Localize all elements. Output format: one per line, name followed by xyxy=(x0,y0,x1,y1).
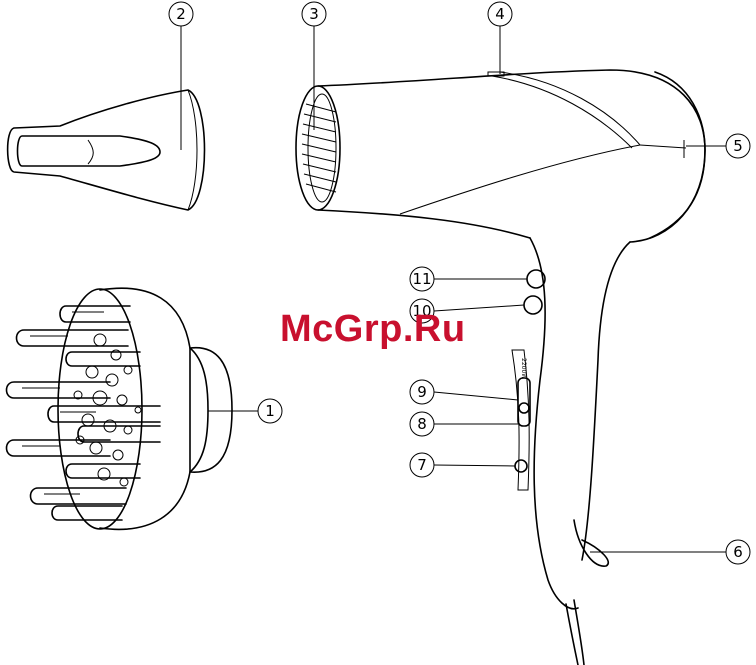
callout-3: 3 xyxy=(302,2,326,26)
callout-5: 5 xyxy=(726,134,750,158)
svg-text:6: 6 xyxy=(733,543,743,561)
svg-text:9: 9 xyxy=(417,383,427,401)
handle-print: 2200W xyxy=(520,358,527,379)
air-intake-grille xyxy=(302,104,336,192)
diffuser-icon xyxy=(7,288,233,529)
callout-2: 2 xyxy=(169,2,193,26)
concentrator-nozzle-icon xyxy=(8,90,205,210)
svg-text:5: 5 xyxy=(733,137,743,155)
svg-text:11: 11 xyxy=(412,270,431,288)
callout-8: 8 xyxy=(410,412,434,436)
callout-6: 6 xyxy=(726,540,750,564)
callout-11: 11 xyxy=(410,267,434,291)
hair-dryer-icon: 2200W xyxy=(296,70,705,665)
callout-1: 1 xyxy=(258,399,282,423)
svg-text:4: 4 xyxy=(495,5,505,23)
svg-text:7: 7 xyxy=(417,456,427,474)
svg-text:1: 1 xyxy=(265,402,275,420)
callout-9: 9 xyxy=(410,380,434,404)
svg-text:2: 2 xyxy=(176,5,186,23)
callout-4: 4 xyxy=(488,2,512,26)
watermark-text: McGrp.Ru xyxy=(280,308,466,351)
svg-text:8: 8 xyxy=(417,415,427,433)
callout-7: 7 xyxy=(410,453,434,477)
svg-text:3: 3 xyxy=(309,5,319,23)
button-10-icon xyxy=(524,296,542,314)
switch-7-icon xyxy=(515,460,527,472)
leader-lines xyxy=(181,26,726,552)
